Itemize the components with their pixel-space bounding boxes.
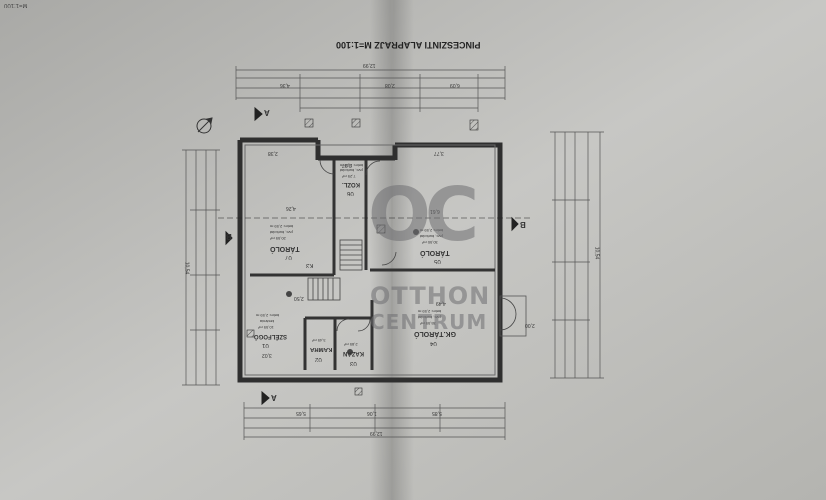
room-03-area: 2,85 m² — [344, 342, 358, 347]
inner-dimension: 2,50 — [294, 295, 304, 301]
bottom-dimension-part: 1,06 — [367, 410, 377, 416]
level-markers — [286, 229, 419, 355]
top-dimension-lines — [235, 66, 506, 112]
section-a-label: A — [264, 108, 270, 117]
inner-dimension: 2,00 — [525, 322, 535, 328]
top-dimension-part: 2,08 — [385, 82, 395, 88]
room-07-floor: pvc, burkolat — [270, 230, 293, 235]
room-05-number: 05 — [434, 258, 441, 264]
right-total-dimension: 10,54 — [593, 246, 600, 260]
section-b-label: B — [520, 220, 526, 229]
room-03-name: KAZÁN — [343, 350, 364, 356]
room-02-name: KAMRA — [310, 346, 333, 352]
room-06-name: KÖZL. — [342, 181, 360, 187]
room-01-floor: kerámia — [260, 319, 275, 324]
watermark-line1: OTTHON — [370, 282, 491, 310]
room-06-number: 06 — [347, 190, 354, 196]
room-03-number: 03 — [350, 360, 357, 366]
stairs — [307, 239, 363, 301]
room-02-area: 3,49 m² — [312, 338, 326, 343]
room-01-height: belm: 2,59 m — [256, 313, 280, 318]
bottom-dimension-part: 5,85 — [432, 410, 442, 416]
section-a-label: A — [271, 393, 277, 402]
room-01-number: 01 — [262, 342, 269, 348]
room-07-name: TÁROLÓ — [270, 245, 300, 252]
room-04-number: 04 — [430, 340, 437, 346]
watermark-line2: CENTRUM — [370, 310, 488, 334]
left-total-dimension: 10,54 — [183, 261, 190, 275]
right-dimension-lines — [550, 131, 604, 379]
top-dimension-part: 6,09 — [450, 82, 460, 88]
section-markers — [218, 106, 530, 406]
top-dimension-part: 4,36 — [280, 82, 290, 88]
room-06-height: belm: 2,59 m — [340, 163, 364, 168]
bottom-dimension-lines — [243, 402, 506, 440]
sheet-title: PINCESZINTI ALAPRAJZ M=1:100 — [336, 40, 481, 50]
stair-label: K3 — [306, 262, 314, 268]
room-07-height: belm: 2,59 m — [270, 224, 294, 229]
room-02-number: 02 — [315, 356, 322, 362]
room-07-area: 20,59 m² — [270, 236, 286, 241]
watermark-logo: OC — [368, 172, 479, 258]
room-06-area: 7,29 m² — [342, 174, 356, 179]
left-dimension-lines — [182, 149, 220, 386]
room-06-floor: pvc, burkolat — [340, 168, 363, 173]
corner-note: M=1:100 — [4, 2, 28, 8]
door-swings — [319, 159, 517, 332]
room-01-name: SZÉLFOGÓ — [254, 333, 287, 339]
hatched-markers — [246, 118, 479, 396]
inner-dimension: 2,38 — [268, 150, 278, 156]
room-07-number: 07 — [285, 254, 292, 260]
inner-dimension: 4,26 — [286, 205, 296, 211]
inner-dimension: 3,02 — [262, 352, 272, 358]
section-b-label: B — [226, 232, 232, 241]
bottom-dimension-part: 5,65 — [296, 410, 306, 416]
top-total-dimension: 12,99 — [363, 62, 376, 68]
inner-walls — [250, 160, 495, 370]
north-arrow-icon — [196, 117, 213, 134]
room-01-area: 10,59 m² — [258, 325, 274, 330]
inner-dimension: 3,77 — [434, 150, 444, 156]
bottom-total-dimension: 12,99 — [370, 430, 383, 436]
